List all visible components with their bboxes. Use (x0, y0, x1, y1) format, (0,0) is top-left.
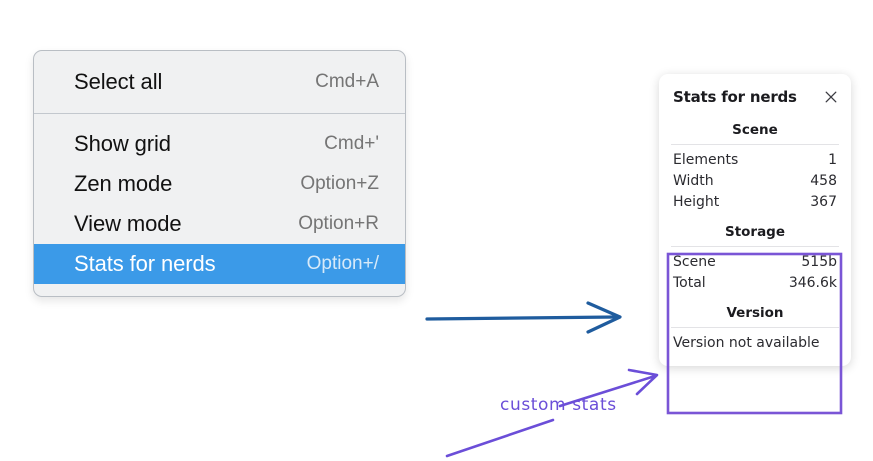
menu-item-shortcut: Cmd+A (315, 71, 379, 92)
stat-value: 458 (810, 172, 837, 189)
menu-item-select-all[interactable]: Select all Cmd+A (34, 62, 405, 102)
stat-label: Width (673, 172, 714, 189)
blue-arrow-icon (425, 301, 622, 334)
section-gap (659, 212, 851, 224)
section-gap (659, 293, 851, 305)
panel-title: Stats for nerds (673, 88, 797, 106)
menu-item-shortcut: Cmd+' (324, 133, 379, 154)
stat-value: 1 (828, 151, 837, 168)
menu-item-label: Stats for nerds (74, 251, 216, 276)
table-row: Width 458 (659, 170, 851, 191)
menu-item-show-grid[interactable]: Show grid Cmd+' (34, 124, 405, 164)
stat-value: 367 (810, 193, 837, 210)
menu-item-label: View mode (74, 211, 182, 236)
menu-item-stats-for-nerds[interactable]: Stats for nerds Option+/ (34, 244, 405, 284)
menu-item-shortcut: Option+/ (306, 253, 379, 274)
menu-top-padding (34, 51, 405, 62)
table-row: Elements 1 (659, 149, 851, 170)
stat-label: Elements (673, 151, 739, 168)
close-icon[interactable] (822, 88, 840, 106)
annotation-label: custom stats (500, 395, 617, 415)
table-row: Scene 515b (659, 251, 851, 272)
menu-item-view-mode[interactable]: View mode Option+R (34, 204, 405, 244)
menu-item-zen-mode[interactable]: Zen mode Option+Z (34, 164, 405, 204)
context-menu[interactable]: Select all Cmd+A Show grid Cmd+' Zen mod… (33, 50, 406, 297)
menu-item-label: Zen mode (74, 171, 173, 196)
section-heading-scene: Scene (732, 122, 778, 138)
stats-for-nerds-panel: Stats for nerds Scene Elements 1 Width 4… (659, 74, 851, 366)
table-row: Total 346.6k (659, 272, 851, 293)
stat-label: Height (673, 193, 720, 210)
stat-label: Total (673, 274, 706, 291)
section-heading-version: Version (726, 305, 784, 321)
menu-item-label: Select all (74, 69, 163, 94)
section-rule (671, 144, 839, 145)
menu-separator (34, 113, 405, 114)
section-rule (671, 327, 839, 328)
stat-value: 346.6k (788, 274, 837, 291)
purple-tail-stroke (445, 418, 555, 458)
stat-value: 515b (801, 253, 837, 270)
section-heading-storage: Storage (724, 224, 786, 240)
menu-item-label: Show grid (74, 131, 171, 156)
panel-header: Stats for nerds (659, 88, 851, 106)
section-rule (671, 246, 839, 247)
menu-item-shortcut: Option+R (298, 213, 379, 234)
version-note: Version not available (673, 335, 820, 351)
table-row: Height 367 (659, 191, 851, 212)
stat-label: Scene (673, 253, 716, 270)
menu-item-shortcut: Option+Z (300, 173, 379, 194)
